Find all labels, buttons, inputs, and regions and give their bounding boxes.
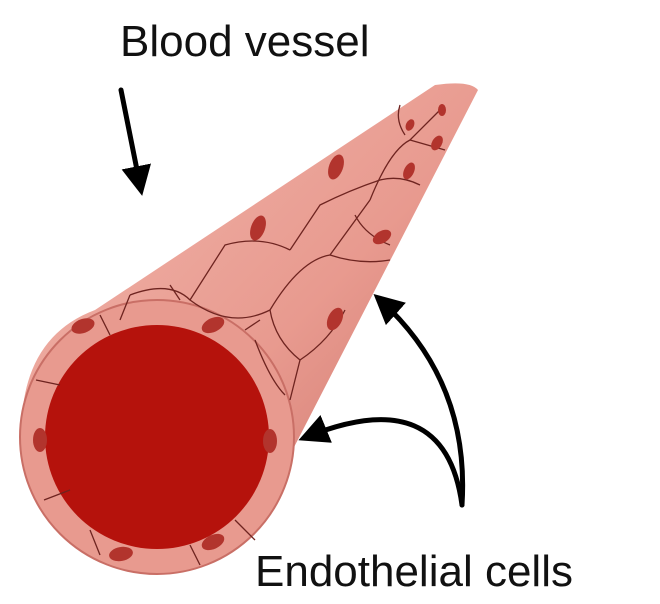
nucleus (438, 104, 446, 116)
endothelial-arrow-lower (304, 420, 462, 505)
endothelial-arrow-upper (378, 298, 463, 505)
blood-vessel-arrow (121, 90, 141, 190)
nucleus (263, 429, 277, 453)
endothelial-cells-label: Endothelial cells (255, 550, 573, 594)
vessel-lumen (45, 325, 269, 549)
blood-vessel-label: Blood vessel (120, 20, 369, 64)
nucleus (33, 428, 47, 452)
